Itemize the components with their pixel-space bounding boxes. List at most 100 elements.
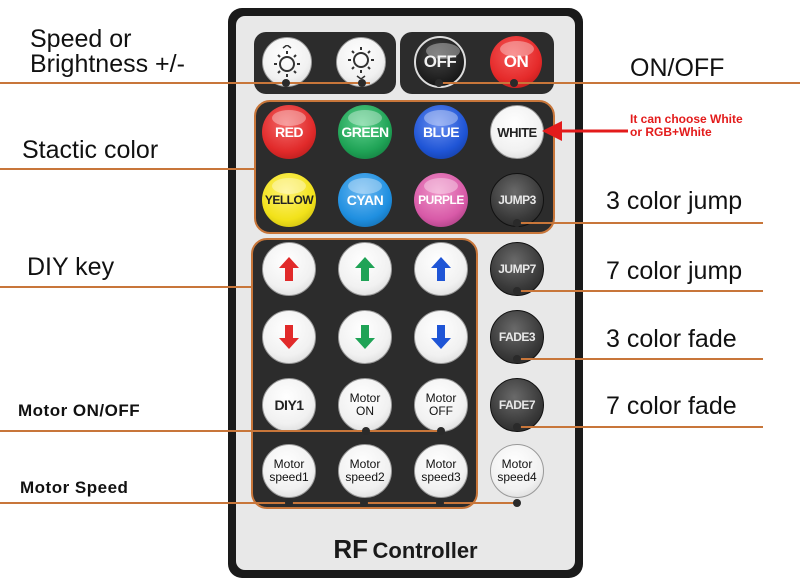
jump7-label: JUMP7 [498, 262, 536, 276]
green-down-button[interactable] [338, 310, 392, 364]
jump3-label: JUMP3 [498, 193, 536, 207]
motor-on-label-2: ON [356, 404, 374, 418]
leader-motor-on-dot [362, 427, 370, 435]
speed2-label-2: speed2 [345, 470, 385, 484]
yellow-label: YELLOW [264, 193, 314, 207]
arrow-down-green-icon [355, 325, 375, 349]
fade3-label: FADE3 [498, 330, 536, 344]
purple-label: PURPLE [418, 193, 464, 207]
motor-on-button[interactable]: Motor ON [338, 378, 392, 432]
leader-jump7-dot [513, 287, 521, 295]
label-7-color-jump: 7 color jump [606, 257, 743, 285]
leader-jump3 [518, 222, 763, 224]
label-speed: Speed or [30, 25, 132, 53]
label-motor-speed: Motor Speed [20, 478, 129, 497]
arrow-down-red-icon [279, 325, 299, 349]
leader-fade7 [518, 426, 763, 428]
fade3-button[interactable]: FADE3 [490, 310, 544, 364]
pointer-arrow-icon [542, 121, 628, 141]
motor-off-label-1: Motor [425, 391, 457, 405]
blue-button[interactable]: BLUE [414, 105, 468, 159]
arrow-up-red-icon [279, 257, 299, 281]
label-brightness: Brightness +/- [30, 50, 185, 78]
leader-jump7 [518, 290, 763, 292]
label-motor-on-off: Motor ON/OFF [18, 401, 141, 420]
note-line-2: or RGB+White [630, 125, 712, 139]
white-choice-note: It can choose White or RGB+White [630, 113, 743, 139]
label-3-color-jump: 3 color jump [606, 187, 743, 215]
off-label: OFF [423, 52, 457, 71]
leader-static-color [0, 168, 254, 170]
sun-up-icon [274, 45, 300, 77]
leader-off-dot [435, 79, 443, 87]
blue-up-button[interactable] [414, 242, 468, 296]
remote-title: RF Controller [230, 534, 581, 565]
leader-speed [0, 82, 370, 84]
motor-speed1-button[interactable]: Motor speed1 [262, 444, 316, 498]
leader-jump3-dot [513, 219, 521, 227]
brightness-down-button[interactable] [336, 37, 386, 87]
off-button[interactable]: OFF [414, 36, 466, 88]
leader-motor-on-off [0, 430, 443, 432]
blue-down-button[interactable] [414, 310, 468, 364]
leader-fade3 [518, 358, 763, 360]
leader-fade3-dot [513, 355, 521, 363]
speed4-label-2: speed4 [497, 470, 537, 484]
note-line-1: It can choose White [630, 112, 743, 126]
purple-button[interactable]: PURPLE [414, 173, 468, 227]
arrow-up-green-icon [355, 257, 375, 281]
green-button[interactable]: GREEN [338, 105, 392, 159]
title-controller: Controller [372, 538, 478, 563]
leader-speed3-dot [436, 499, 444, 507]
motor-speed3-button[interactable]: Motor speed3 [414, 444, 468, 498]
label-7-color-fade: 7 color fade [606, 392, 737, 420]
blue-label: BLUE [422, 124, 460, 140]
leader-speed2-dot [360, 499, 368, 507]
white-label: WHITE [497, 124, 537, 140]
title-rf: RF [333, 534, 369, 564]
motor-speed4-button[interactable]: Motor speed4 [490, 444, 544, 498]
on-label: ON [503, 52, 529, 71]
speed3-label-1: Motor [425, 457, 457, 471]
jump3-button[interactable]: JUMP3 [490, 173, 544, 227]
leader-motor-speed [0, 502, 520, 504]
label-3-color-fade: 3 color fade [606, 325, 737, 353]
red-label: RED [274, 124, 304, 140]
speed1-label-2: speed1 [269, 470, 309, 484]
diy1-label: DIY1 [274, 397, 304, 413]
motor-on-label-1: Motor [349, 391, 381, 405]
white-button[interactable]: WHITE [490, 105, 544, 159]
leader-on-off [438, 82, 800, 84]
green-up-button[interactable] [338, 242, 392, 296]
motor-off-button[interactable]: Motor OFF [414, 378, 468, 432]
sun-down-icon [348, 47, 374, 79]
leader-motor-off-dot [437, 427, 445, 435]
speed2-label-1: Motor [349, 457, 381, 471]
motor-off-label-2: OFF [429, 404, 453, 418]
fade7-label: FADE7 [498, 398, 536, 412]
arrow-down-blue-icon [431, 325, 451, 349]
leader-speed4-dot [513, 499, 521, 507]
arrow-up-blue-icon [431, 257, 451, 281]
red-down-button[interactable] [262, 310, 316, 364]
jump7-button[interactable]: JUMP7 [490, 242, 544, 296]
label-diy-key: DIY key [27, 253, 115, 281]
speed1-label-1: Motor [273, 457, 305, 471]
leader-diy-key [0, 286, 252, 288]
speed4-label-1: Motor [501, 457, 533, 471]
leader-speed-dot-1 [282, 79, 290, 87]
yellow-button[interactable]: YELLOW [262, 173, 316, 227]
leader-fade7-dot [513, 423, 521, 431]
label-on-off: ON/OFF [630, 54, 725, 82]
cyan-button[interactable]: CYAN [338, 173, 392, 227]
cyan-label: CYAN [346, 192, 384, 208]
leader-on-dot [510, 79, 518, 87]
red-button[interactable]: RED [262, 105, 316, 159]
leader-speed-dot-2 [358, 79, 366, 87]
label-static-color: Stactic color [22, 136, 159, 164]
red-up-button[interactable] [262, 242, 316, 296]
green-label: GREEN [341, 124, 389, 140]
speed3-label-2: speed3 [421, 470, 461, 484]
diy1-button[interactable]: DIY1 [262, 378, 316, 432]
motor-speed2-button[interactable]: Motor speed2 [338, 444, 392, 498]
